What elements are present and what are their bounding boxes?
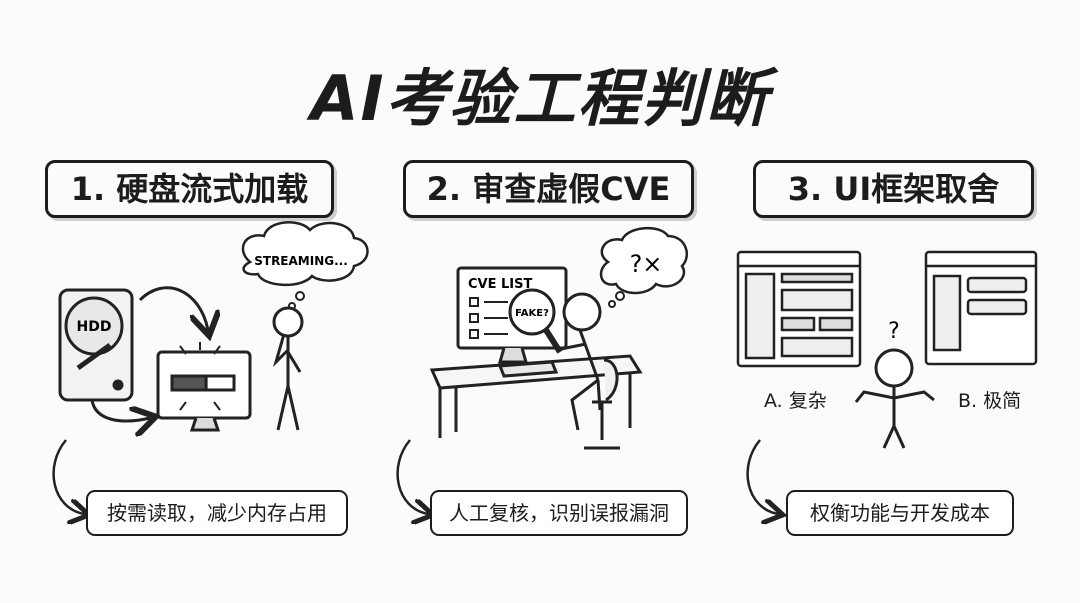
arrow-icon (52, 439, 84, 514)
progress-fill (170, 374, 208, 392)
page-title: AI考验工程判断 (310, 62, 770, 135)
complex-ui-window (736, 250, 862, 368)
arrow-icon (138, 286, 208, 330)
seated-figure (555, 292, 620, 450)
bubble-symbols: ?× (630, 250, 663, 278)
bubble-text: STREAMING... (254, 254, 348, 268)
magnifier-label: FAKE? (515, 308, 549, 319)
hdd-label: HDD (77, 319, 112, 335)
loading-rays-icon (179, 342, 221, 411)
stick-figure (272, 306, 304, 431)
panel-3-note: 权衡功能与开发成本 (786, 490, 1014, 536)
question-mark-icon: ? (888, 319, 900, 344)
panel-1-note: 按需读取，减少内存占用 (86, 490, 348, 536)
hdd-icon (58, 288, 134, 402)
arrow-icon (90, 399, 150, 421)
arrow-icon (396, 439, 428, 514)
screen-title: CVE LIST (468, 277, 532, 292)
panel-1-heading: 1. 硬盘流式加载 (45, 160, 334, 218)
panel-2-heading: 2. 审查虚假CVE (403, 160, 694, 218)
option-a-label: A. 复杂 (764, 390, 827, 412)
thought-bubble (241, 221, 369, 287)
minimal-ui-window (924, 250, 1038, 366)
arrow-icon (746, 439, 778, 514)
panel-2-note: 人工复核，识别误报漏洞 (430, 490, 688, 536)
panel-3-heading: 3. UI框架取舍 (753, 160, 1034, 218)
thought-bubble (599, 227, 688, 295)
checklist-icon (469, 297, 508, 339)
option-b-label: B. 极简 (958, 390, 1022, 412)
confused-figure (854, 348, 935, 449)
monitor-icon (156, 350, 252, 432)
magnifier-icon (508, 288, 563, 354)
